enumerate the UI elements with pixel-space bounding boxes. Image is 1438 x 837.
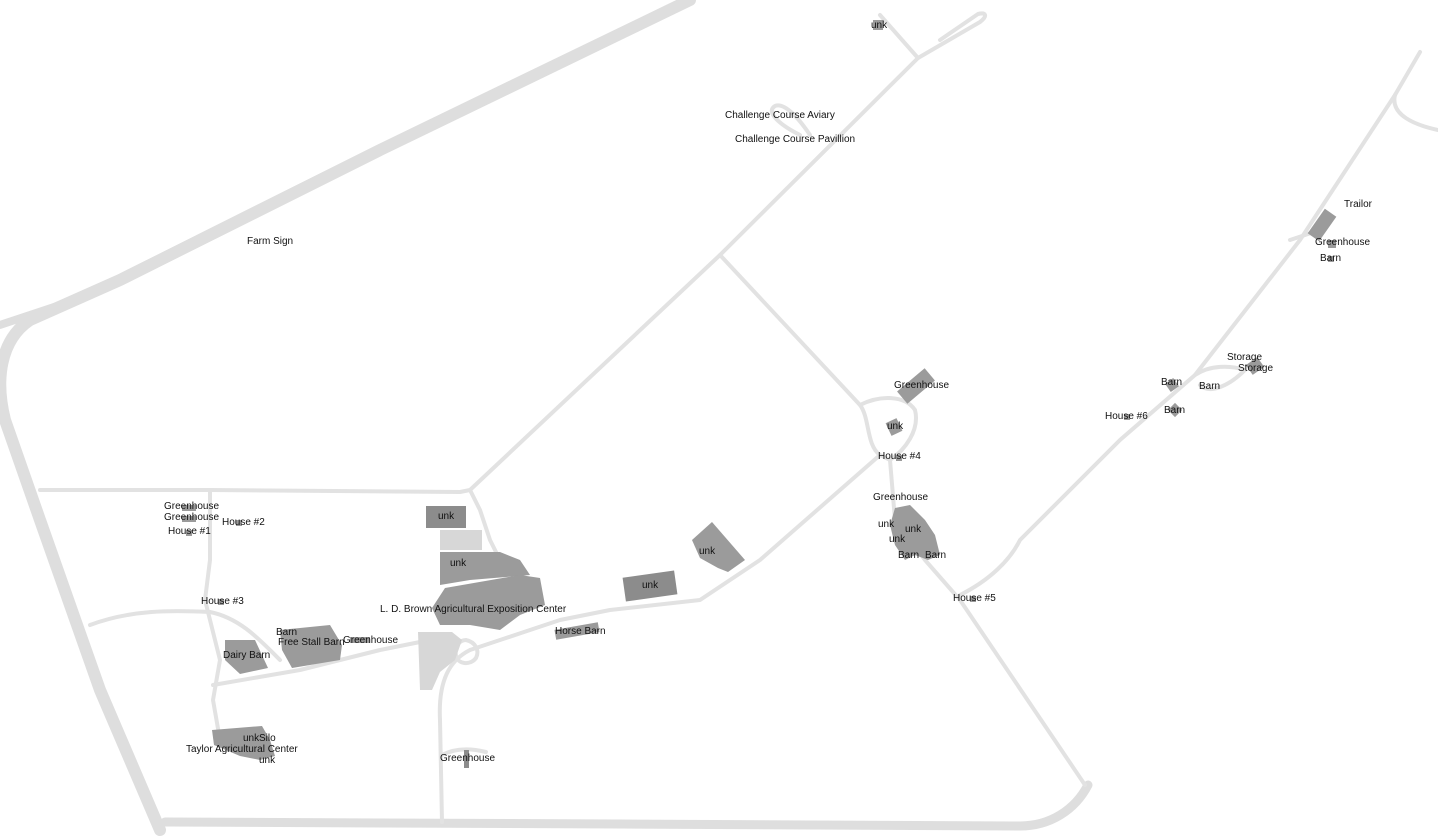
label-greenhouse-mid[interactable]: Greenhouse [894,380,950,391]
label-barn-e1[interactable]: Barn [1161,377,1183,388]
building-greenhouse-s [464,750,469,768]
boundary-road-south [160,780,1093,831]
building-house-6 [1124,414,1130,420]
building-greenhouse-w1 [182,505,196,511]
building-expo-center [432,575,545,630]
building-house-5 [970,596,976,602]
label-unk-mid[interactable]: unk [887,421,904,432]
label-greenhouse-ne[interactable]: Greenhouse [1315,237,1371,248]
label-greenhouse-w3[interactable]: Greenhouse [343,635,399,646]
road-top-spur [878,11,987,60]
building-house-4 [896,455,902,461]
building-barn-ne [1328,256,1334,262]
label-unk-taylor[interactable]: unk [243,733,260,744]
label-expo-center[interactable]: L. D. Brown Agricultural Exposition Cent… [380,604,567,615]
road-diagonal-nw [468,56,920,492]
label-barn-e3[interactable]: Barn [1164,405,1186,416]
boundary-road-north-spur [0,301,64,329]
building-unk-expo2 [440,552,530,585]
building-unk-expo1 [426,506,466,528]
building-house-3 [218,599,224,605]
building-barn-e2 [1167,402,1183,418]
label-barn-w[interactable]: Barn [276,627,298,638]
label-greenhouse-cluster[interactable]: Greenhouse [873,492,929,503]
road-storage-loop [1193,364,1247,391]
building-house-1 [186,530,192,536]
road-aviary-loop [769,103,812,137]
label-challenge-course-pavillion[interactable]: Challenge Course Pavillion [735,134,856,145]
label-unk-c2[interactable]: unk [905,524,922,535]
building-taylor-center [212,726,275,760]
label-silo[interactable]: Silo [259,733,276,744]
label-house-4[interactable]: House #4 [878,451,921,462]
label-house-6[interactable]: House #6 [1105,411,1148,422]
label-house-5[interactable]: House #5 [953,593,996,604]
label-house-2[interactable]: House #2 [222,517,265,528]
label-dairy-barn[interactable]: Dairy Barn [223,650,271,661]
road-to-expo [468,453,882,652]
label-house-3[interactable]: House #3 [201,596,244,607]
building-greenhouse-w3 [350,637,370,643]
label-house-1[interactable]: House #1 [168,526,211,537]
label-unk-road1[interactable]: unk [642,580,659,591]
road-diagonal-center [718,253,892,462]
building-storage [1245,357,1265,375]
building-free-stall-barn [280,625,342,668]
label-storage-1[interactable]: Storage [1227,352,1263,363]
building-greenhouse-ne [1328,240,1336,248]
boundary-road-west [0,0,696,836]
building-expo-lot [440,530,482,550]
label-greenhouse-w2[interactable]: Greenhouse [164,512,220,523]
road-west-cross [88,609,282,662]
road-northeast [958,50,1422,597]
parking-lot [418,632,462,690]
road-west-vertical [203,488,222,742]
label-greenhouse-s[interactable]: Greenhouse [440,753,496,764]
road-ne-loop [1392,93,1438,132]
label-storage-2[interactable]: Storage [1238,363,1274,374]
road-mid-connector [858,396,918,462]
label-taylor-center[interactable]: Taylor Agricultural Center [186,744,298,755]
building-greenhouse-w2 [182,516,196,522]
label-barn-e2[interactable]: Barn [1199,381,1221,392]
label-barn-ne[interactable]: Barn [1320,253,1342,264]
building-dairy-barn [225,640,268,674]
building-unk-top [873,20,883,30]
label-unk-taylor2[interactable]: unk [259,755,276,766]
road-east-main [888,458,1087,787]
label-unk-road2[interactable]: unk [699,546,716,557]
label-farm-sign[interactable]: Farm Sign [247,236,294,247]
road-west-top [38,488,472,494]
building-horse-barn [554,622,600,640]
road-expo-north [468,488,502,562]
label-horse-barn[interactable]: Horse Barn [555,626,606,637]
building-barn-e1 [1165,378,1179,392]
building-unk-mid [885,418,903,436]
building-house-2 [236,520,242,526]
building-unk-road1 [622,570,678,602]
label-barn-c2[interactable]: Barn [925,550,947,561]
label-unk-c3[interactable]: unk [889,534,906,545]
label-barn-c1[interactable]: Barn [898,550,920,561]
label-free-stall-barn[interactable]: Free Stall Barn [278,637,345,648]
label-trailer[interactable]: Trailor [1344,199,1372,210]
label-greenhouse-w1[interactable]: Greenhouse [164,501,220,512]
building-cluster-c [890,505,940,560]
road-greenhouse-s [440,747,488,757]
label-unk-top[interactable]: unk [871,20,888,31]
label-challenge-course-aviary[interactable]: Challenge Course Aviary [725,110,835,121]
building-greenhouse-mid [897,368,935,404]
label-unk-expo2[interactable]: unk [450,558,467,569]
label-unk-c1[interactable]: unk [878,519,895,530]
building-unk-road2 [692,522,745,572]
road-expo-south [437,648,472,824]
label-unk-expo1[interactable]: unk [438,511,455,522]
building-trailer [1307,208,1337,242]
